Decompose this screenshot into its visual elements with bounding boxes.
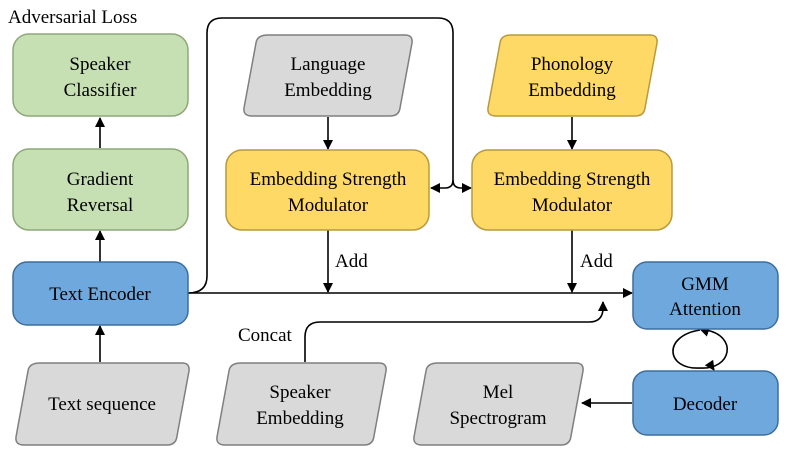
language-embedding-line1: Language	[291, 54, 366, 75]
gradient-reversal-line2: Reversal	[67, 195, 133, 216]
gradient-reversal-line1: Gradient	[67, 169, 134, 190]
text-encoder-node: Text Encoder	[12, 261, 189, 326]
decoder-label: Decoder	[673, 394, 738, 415]
gmm-attention-node: GMM Attention	[632, 261, 779, 330]
speaker-classifier-node: Speaker Classifier	[12, 33, 189, 117]
phonology-embedding-node: Phonology Embedding	[487, 34, 658, 117]
speaker-classifier-line1: Speaker	[69, 54, 131, 75]
arrow-gmm-decoder-down	[704, 359, 715, 371]
esm-left-node: Embedding Strength Modulator	[225, 149, 430, 231]
adversarial-loss-label: Adversarial Loss	[8, 7, 137, 28]
decoder-gmm-loop	[672, 329, 728, 369]
concat-label: Concat	[238, 325, 293, 346]
phonology-embedding-line2: Embedding	[528, 80, 616, 101]
language-embedding-line2: Embedding	[284, 80, 372, 101]
add-left-label: Add	[335, 251, 368, 272]
mel-spectrogram-node: Mel Spectrogram	[413, 362, 584, 446]
esm-left-line2: Modulator	[288, 195, 369, 216]
mel-spectrogram-line2: Spectrogram	[449, 408, 546, 429]
arrow-spkemb-concat	[304, 301, 608, 362]
arrow-loop-to-esm-left	[430, 179, 454, 193]
speaker-embedding-line2: Embedding	[256, 408, 344, 429]
mel-spectrogram-line1: Mel	[483, 382, 514, 403]
speaker-classifier-line2: Classifier	[64, 80, 137, 101]
esm-right-node: Embedding Strength Modulator	[471, 149, 673, 231]
text-encoder-label: Text Encoder	[49, 284, 151, 305]
speaker-embedding-line1: Speaker	[269, 382, 331, 403]
gmm-attention-line2: Attention	[669, 299, 741, 320]
text-sequence-label: Text sequence	[48, 394, 156, 415]
gmm-attention-line1: GMM	[681, 274, 729, 295]
speaker-embedding-node: Speaker Embedding	[216, 362, 387, 446]
gradient-reversal-node: Gradient Reversal	[12, 148, 189, 231]
esm-left-line1: Embedding Strength	[250, 169, 407, 190]
text-sequence-node: Text sequence	[15, 362, 190, 446]
add-right-label: Add	[580, 251, 613, 272]
decoder-node: Decoder	[632, 370, 779, 436]
esm-right-line1: Embedding Strength	[494, 169, 651, 190]
phonology-embedding-line1: Phonology	[531, 54, 614, 75]
language-embedding-node: Language Embedding	[243, 34, 413, 117]
encoder-loop-path	[187, 17, 454, 294]
esm-right-line2: Modulator	[532, 195, 613, 216]
arrow-loop-to-esm-right	[452, 179, 472, 193]
